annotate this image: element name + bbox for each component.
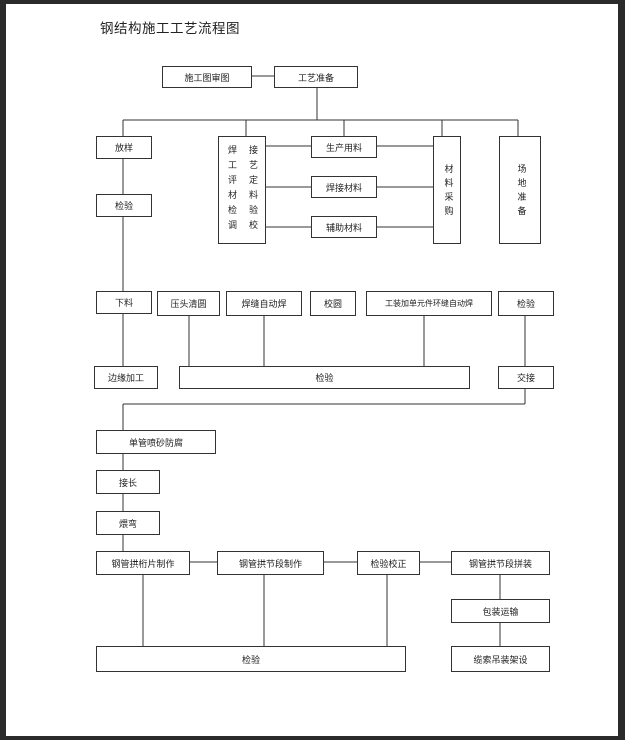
document-page: 钢结构施工工艺流程图 [6, 4, 618, 736]
node-pipe-coating: 单管喷砂防腐 [96, 430, 216, 454]
weld-test-column-2: 接艺定料验校 [247, 145, 257, 235]
node-straighten: 校圆 [310, 291, 356, 316]
node-auto-weld: 焊缝自动焊 [226, 291, 302, 316]
node-drawing-review: 施工图审图 [162, 66, 252, 88]
diagram-title: 钢结构施工工艺流程图 [100, 21, 240, 37]
node-pre-assembly: 钢管拱节段拼装 [451, 551, 550, 575]
node-process-prep: 工艺准备 [274, 66, 358, 88]
node-inspect-1: 检验 [96, 194, 152, 217]
node-end-bevel: 压头清圆 [157, 291, 220, 316]
node-material-purchase: 材料采购 [433, 136, 461, 244]
weld-test-column-1: 焊工评材检调 [226, 145, 236, 235]
node-weld-test: 焊工评材检调 接艺定料验校 [218, 136, 266, 244]
node-semi-auto-weld: 工装加单元件环缝自动焊 [366, 291, 492, 316]
node-inspect-4: 检验 [96, 646, 406, 672]
node-truss-section: 钢管拱桁片制作 [96, 551, 190, 575]
node-welding-materials: 焊接材料 [311, 176, 377, 198]
node-edge-machining: 边缘加工 [94, 366, 158, 389]
node-aux-materials: 辅助材料 [311, 216, 377, 238]
node-hoist-install: 缆索吊装架设 [451, 646, 550, 672]
node-inspect-3: 检验 [179, 366, 470, 389]
node-handover: 交接 [498, 366, 554, 389]
node-arch-segment: 钢管拱节段制作 [217, 551, 324, 575]
node-inspect-correct: 检验校正 [357, 551, 420, 575]
node-bending: 煨弯 [96, 511, 160, 535]
node-production-materials: 生产用料 [311, 136, 377, 158]
connector-lines [122, 75, 526, 646]
node-layout: 放样 [96, 136, 152, 159]
node-inspect-2: 检验 [498, 291, 554, 316]
node-cutting: 下料 [96, 291, 152, 314]
node-pack-ship: 包装运输 [451, 599, 550, 623]
node-lengthen: 接长 [96, 470, 160, 494]
node-site-prep: 场地准备 [499, 136, 541, 244]
